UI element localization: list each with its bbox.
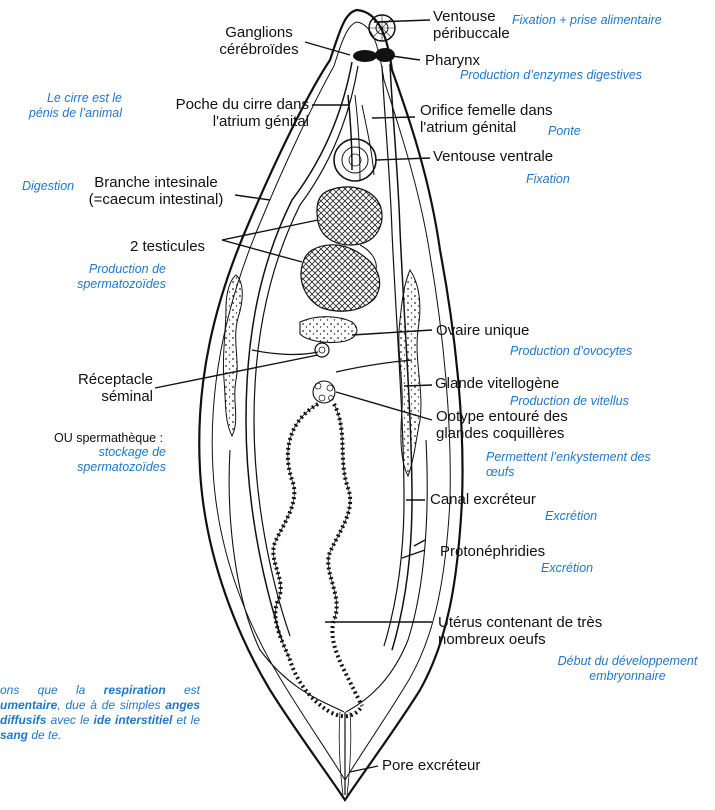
label-poche-cirre: Poche du cirre dans l'atrium génital bbox=[120, 96, 309, 130]
label-pore-excreteur: Pore excréteur bbox=[382, 757, 480, 774]
label-ou-spermatheque: OU spermathèque : bbox=[54, 431, 163, 446]
label-testicules: 2 testicules bbox=[130, 238, 205, 255]
fn-digestion: Digestion bbox=[22, 179, 74, 194]
left-caecum bbox=[246, 62, 352, 640]
fn-fixation-prise: Fixation + prise alimentaire bbox=[512, 13, 662, 28]
right-vitelline-gland bbox=[399, 270, 421, 476]
uterus-right bbox=[328, 404, 362, 706]
vitelline-duct-left bbox=[252, 350, 318, 354]
label-ootype: Ootype entouré des glandes coquillères bbox=[436, 408, 568, 442]
uterus-left bbox=[273, 404, 362, 716]
label-pharynx: Pharynx bbox=[425, 52, 480, 69]
label-ventouse-ventrale: Ventouse ventrale bbox=[433, 148, 553, 165]
label-glande-vitellogene: Glande vitellogène bbox=[435, 375, 559, 392]
ganglions-mass bbox=[353, 50, 377, 62]
fn-cirre: Le cirre est le pénis de l’animal bbox=[0, 91, 122, 121]
fn-spermatozoides: Production de spermatozoïdes bbox=[20, 262, 166, 292]
leader-lines bbox=[155, 20, 432, 772]
cirrus-pouch bbox=[348, 95, 352, 170]
label-receptacle: Réceptacle séminal bbox=[60, 371, 153, 405]
label-orifice-femelle: Orifice femelle dans l'atrium génital bbox=[420, 102, 553, 136]
label-protonephridies: Protonéphridies bbox=[440, 543, 545, 560]
pharynx-mass bbox=[375, 48, 395, 62]
label-ovaire: Ovaire unique bbox=[436, 322, 529, 339]
ovary bbox=[300, 317, 357, 343]
fn-enkystement: Permettent l’enkystement des œufs bbox=[486, 450, 651, 480]
fn-ponte: Ponte bbox=[548, 124, 581, 139]
fn-enzymes: Production d’enzymes digestives bbox=[460, 68, 642, 83]
anterior-testis bbox=[317, 187, 382, 245]
fn-developpement: Début du développement embryonnaire bbox=[540, 654, 715, 684]
fn-excretion-proto: Excrétion bbox=[541, 561, 593, 576]
respiration-note: ons que la respiration est umentaire, du… bbox=[0, 683, 200, 743]
fn-ovocytes: Production d’ovocytes bbox=[510, 344, 632, 359]
excretory-canal-right bbox=[346, 440, 427, 712]
label-uterus: Utérus contenant de très nombreux oeufs bbox=[438, 614, 602, 648]
fn-stockage: stockage de spermatozoïdes bbox=[20, 445, 166, 475]
label-canal-excreteur: Canal excréteur bbox=[430, 491, 536, 508]
label-ventouse-peribuccale: Ventouse péribuccale bbox=[433, 8, 510, 42]
label-ganglions: Ganglions cérébroïdes bbox=[213, 24, 305, 58]
posterior-testis bbox=[301, 245, 380, 311]
ventral-sucker bbox=[334, 139, 376, 181]
fn-vitellus: Production de vitellus bbox=[510, 394, 629, 409]
label-branche-intestinale: Branche intesinale (=caecum intestinal) bbox=[73, 174, 239, 208]
left-vitelline-gland bbox=[223, 275, 242, 436]
fn-fixation: Fixation bbox=[526, 172, 570, 187]
fn-excretion-canal: Excrétion bbox=[545, 509, 597, 524]
excretory-canal-left bbox=[229, 450, 344, 712]
ootype bbox=[313, 381, 335, 403]
